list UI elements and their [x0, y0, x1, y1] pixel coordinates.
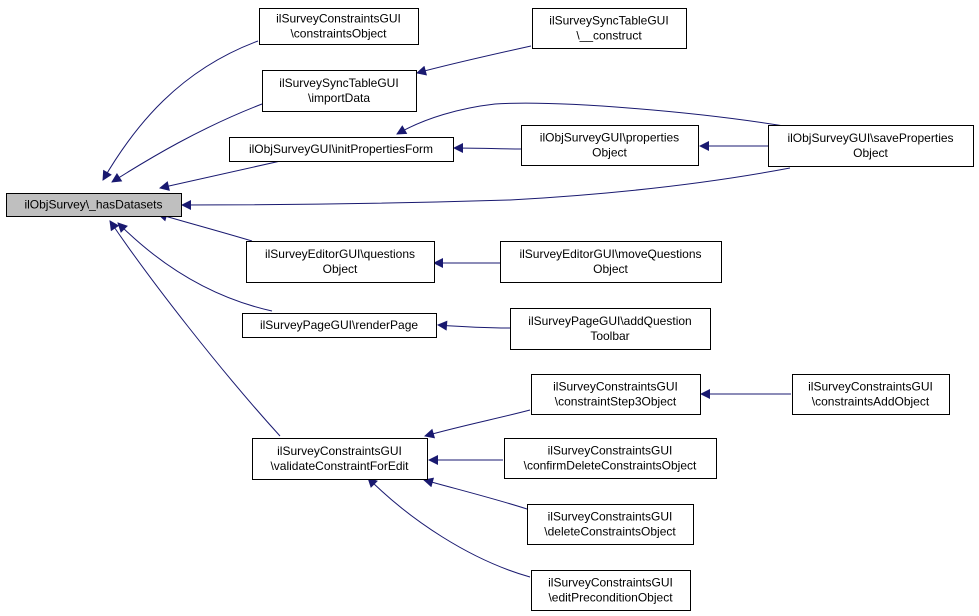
node-box [531, 570, 691, 611]
node-label-line: ilObjSurveyGUI\initPropertiesForm [249, 142, 433, 156]
node-hasdatasets[interactable]: ilObjSurvey\_hasDatasets [6, 193, 182, 217]
node-label-line: \constraintStep3Object [555, 395, 677, 409]
node-box [500, 241, 722, 283]
edges [102, 40, 791, 578]
nodes: ilObjSurvey\_hasDatasets ilSurveyConstra… [6, 8, 974, 611]
node-label-line: \__construct [576, 29, 642, 43]
node-box [527, 504, 694, 545]
node-box [6, 193, 182, 217]
edge-syncimportdata-to-hasdatasets [111, 103, 263, 183]
node-label-line: ilSurveyConstraintsGUI [548, 510, 673, 524]
node-box [242, 313, 437, 338]
node-label-line: ilSurveyEditorGUI\moveQuestions [519, 247, 701, 261]
node-label-line: ilSurveySyncTableGUI [279, 76, 398, 90]
edge-editprecondition-to-validateconstraint [367, 477, 531, 578]
edge-addquestiontoolbar-to-renderpage [437, 320, 511, 331]
edge-propertiesobject-to-initpropertiesform [453, 143, 522, 154]
node-box [792, 374, 950, 415]
node-constraintsaddobject[interactable]: ilSurveyConstraintsGUI\constraintsAddObj… [792, 374, 950, 415]
node-box [768, 125, 974, 167]
node-box [259, 8, 419, 45]
edge-constraintstep3-to-validateconstraint [424, 409, 531, 439]
node-label-line: Toolbar [590, 329, 629, 343]
edge-savepropertiesobject-to-hasdatasets [181, 167, 791, 210]
edge-initpropertiesform-to-hasdatasets [159, 159, 286, 191]
node-label-line: \constraintsObject [290, 27, 387, 41]
node-box [531, 374, 701, 415]
edge-constraintsobject-to-hasdatasets [102, 40, 259, 181]
node-label-line: \confirmDeleteConstraintsObject [524, 459, 697, 473]
node-label-line: Object [593, 262, 628, 276]
node-label-line: ilObjSurvey\_hasDatasets [24, 198, 162, 212]
node-box [532, 8, 687, 49]
node-label-line: ilSurveyConstraintsGUI [548, 576, 673, 590]
node-label-line: ilObjSurveyGUI\properties [540, 131, 679, 145]
node-label-line: ilSurveyPageGUI\renderPage [260, 318, 418, 332]
node-label-line: \constraintsAddObject [812, 395, 930, 409]
node-box [510, 308, 711, 350]
node-box [504, 438, 717, 479]
edge-syncconstruct-to-importdata [416, 45, 532, 76]
edge-questionsobject-to-hasdatasets [157, 211, 253, 242]
node-constraintstep3object[interactable]: ilSurveyConstraintsGUI\constraintStep3Ob… [531, 374, 701, 415]
node-initpropertiesform[interactable]: ilObjSurveyGUI\initPropertiesForm [229, 137, 454, 162]
node-label-line: ilSurveyEditorGUI\questions [265, 247, 415, 261]
node-label-line: Object [323, 262, 358, 276]
node-label-line: ilSurveySyncTableGUI [549, 14, 668, 28]
node-sync-importdata[interactable]: ilSurveySyncTableGUI\importData [262, 70, 417, 112]
node-box [262, 70, 417, 112]
edge-savepropertiesobject-to-initpropertiesform [396, 102, 791, 135]
node-constraintsobject[interactable]: ilSurveyConstraintsGUI\constraintsObject [259, 8, 419, 45]
node-sync-construct[interactable]: ilSurveySyncTableGUI\__construct [532, 8, 687, 49]
node-box [229, 137, 454, 162]
node-validateconstraintforedit[interactable]: ilSurveyConstraintsGUI\validateConstrain… [252, 438, 428, 480]
node-label-line: \editPreconditionObject [548, 591, 673, 605]
node-label-line: Object [853, 146, 888, 160]
node-renderpage[interactable]: ilSurveyPageGUI\renderPage [242, 313, 437, 338]
node-label-line: ilSurveyConstraintsGUI [553, 380, 678, 394]
node-label-line: ilObjSurveyGUI\saveProperties [787, 131, 953, 145]
node-label-line: Object [592, 146, 627, 160]
node-box [521, 125, 699, 166]
node-deleteconstraintsobject[interactable]: ilSurveyConstraintsGUI\deleteConstraints… [527, 504, 694, 545]
node-label-line: ilSurveyPageGUI\addQuestion [528, 314, 691, 328]
edge-validateconstraint-to-hasdatasets [109, 220, 281, 437]
node-label-line: ilSurveyConstraintsGUI [276, 12, 401, 26]
edge-renderpage-to-hasdatasets [117, 222, 273, 312]
node-label-line: \importData [308, 91, 370, 105]
node-confirmdeleteconstraintsobject[interactable]: ilSurveyConstraintsGUI\confirmDeleteCons… [504, 438, 717, 479]
edge-deleteconstraints-to-validateconstraint [423, 477, 531, 511]
node-label-line: ilSurveyConstraintsGUI [548, 444, 673, 458]
node-label-line: ilSurveyConstraintsGUI [808, 380, 933, 394]
node-box [252, 438, 428, 480]
node-label-line: \deleteConstraintsObject [544, 525, 676, 539]
node-box [246, 241, 435, 283]
node-label-line: ilSurveyConstraintsGUI [277, 444, 402, 458]
node-editpreconditionobject[interactable]: ilSurveyConstraintsGUI\editPreconditionO… [531, 570, 691, 611]
node-label-line: \validateConstraintForEdit [270, 459, 409, 473]
